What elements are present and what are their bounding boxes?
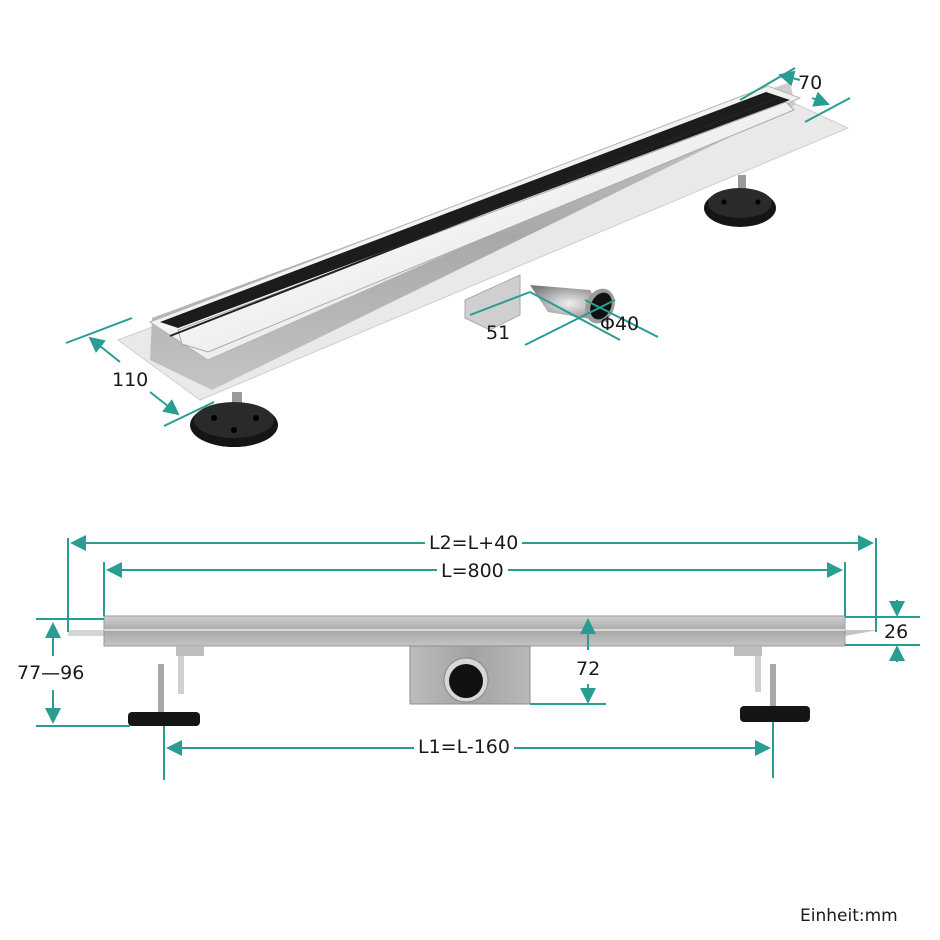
label-feet-spacing: L1=L-160 — [414, 738, 514, 757]
side-foot-left — [128, 646, 204, 726]
dim-adjustable-height — [36, 618, 130, 727]
perspective-drain — [65, 67, 851, 447]
dim-outlet — [469, 291, 659, 346]
dim-flange-height — [845, 600, 920, 662]
grate-cover — [177, 101, 795, 353]
dim-flange-width — [65, 317, 215, 427]
grate-slot — [160, 92, 790, 328]
outlet-box — [464, 274, 521, 331]
label-outlet-height: 51 — [486, 322, 511, 344]
label-outlet-diameter: Φ40 — [600, 313, 640, 335]
unit-label: Einheit:mm — [800, 906, 898, 926]
label-body-length: L=800 — [437, 562, 508, 581]
adjustable-foot-right — [704, 175, 776, 227]
side-view-drain — [36, 535, 920, 780]
dim-grate-width — [739, 67, 851, 123]
label-adjustable-height: 77—96 — [17, 662, 85, 684]
label-total-length: L2=L+40 — [425, 534, 523, 553]
label-flange-height: 26 — [884, 621, 909, 643]
label-grate-width: 70 — [798, 72, 823, 94]
label-flange-width: 110 — [112, 369, 149, 391]
side-flange — [68, 630, 104, 636]
label-body-height: 72 — [576, 658, 601, 680]
side-channel-body — [103, 615, 846, 647]
dim-body-height — [530, 618, 606, 705]
adjustable-foot-left — [190, 392, 278, 447]
side-foot-right — [734, 646, 810, 722]
